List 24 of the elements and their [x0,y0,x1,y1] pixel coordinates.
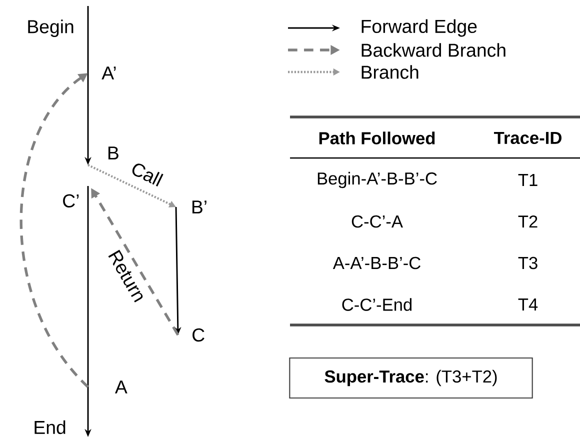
point-label: C’ [63,194,79,208]
point-label: C [192,328,204,342]
point-label: B [108,146,118,160]
point-label: Begin [28,20,74,37]
point-label: End [34,420,66,434]
table-header: Trace-ID [494,132,562,144]
table-header: Path Followed [319,132,435,144]
super-trace-box: Super-Trace: (T3+T2) [289,357,533,399]
table-cell: T3 [518,256,538,270]
table-cell: A-A’-B-B’-C [332,256,420,270]
point-label: B’ [192,200,206,214]
table-cell: Begin-A’-B-B’-C [318,172,437,188]
table-cell: C-C’-A [352,215,403,228]
table-cell: C-C’-End [342,298,412,311]
point-label: A [114,380,128,394]
dashed-arrow [20,73,89,388]
table-cell: T4 [518,298,538,310]
table-cell: T1 [518,174,538,186]
legend-label: Forward Edge [362,19,477,37]
legend-label: Branch [362,65,418,79]
edge-label: Call [128,159,166,189]
legend-label: Backward Branch [362,43,506,57]
table-cell: T2 [518,215,538,228]
point-label: A’ [102,66,116,80]
